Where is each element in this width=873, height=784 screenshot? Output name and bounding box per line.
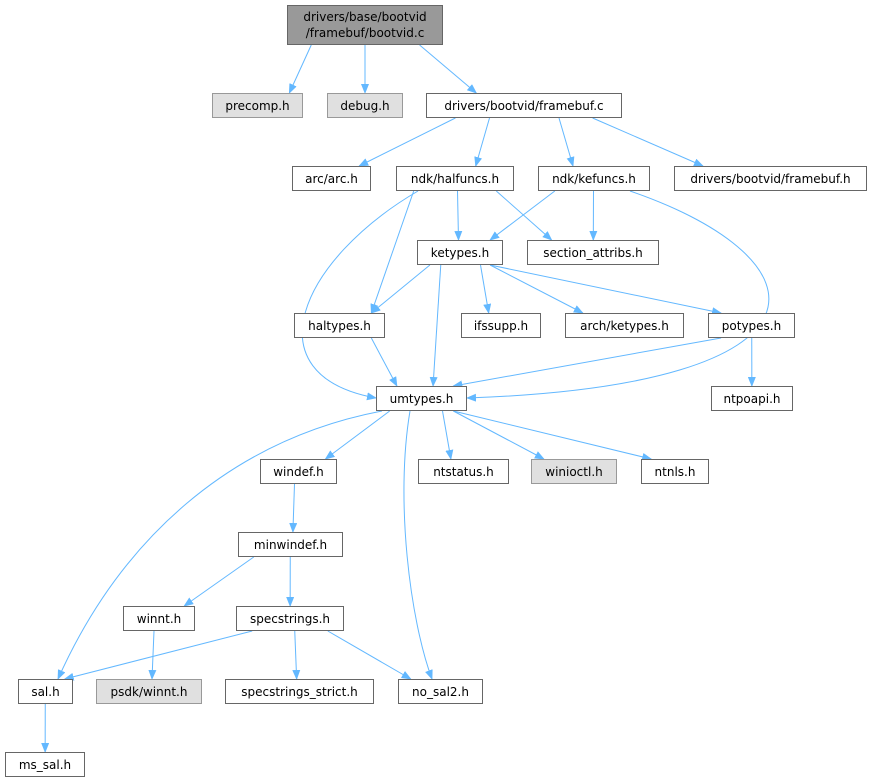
- edge-ketypes-to-potypes: [489, 264, 723, 316]
- node-archke[interactable]: arch/ketypes.h: [565, 313, 684, 338]
- node-section[interactable]: section_attribs.h: [527, 240, 659, 265]
- node-root: drivers/base/bootvid /framebuf/bootvid.c: [287, 5, 443, 45]
- edge-kefuncs-to-umtypes: [466, 190, 770, 402]
- node-winioctl[interactable]: winioctl.h: [531, 459, 617, 484]
- node-haltypes[interactable]: haltypes.h: [294, 313, 385, 338]
- node-framebuf-c[interactable]: drivers/bootvid/framebuf.c: [426, 93, 622, 118]
- node-winnt[interactable]: winnt.h: [123, 606, 195, 631]
- edge-umtypes-to-nosal2: [403, 410, 433, 680]
- node-specstrings[interactable]: specstrings.h: [236, 606, 344, 631]
- edge-root-to-precomp: [288, 44, 312, 94]
- edge-ketypes-to-haltypes: [370, 264, 431, 314]
- edge-windef-to-minwindef: [289, 483, 298, 533]
- edge-kefuncs-to-ketypes: [489, 190, 556, 241]
- node-mssal[interactable]: ms_sal.h: [5, 752, 85, 777]
- edge-umtypes-to-sal: [57, 410, 383, 680]
- node-halfuncs[interactable]: ndk/halfuncs.h: [396, 166, 514, 191]
- node-ntnls[interactable]: ntnls.h: [641, 459, 709, 484]
- node-strict[interactable]: specstrings_strict.h: [225, 679, 374, 704]
- edge-winnt-to-psdk: [148, 630, 157, 680]
- edge-umtypes-to-windef: [324, 410, 390, 460]
- edge-umtypes-to-winioctl: [453, 410, 545, 460]
- node-kefuncs[interactable]: ndk/kefuncs.h: [538, 166, 650, 191]
- node-ifssupp[interactable]: ifssupp.h: [461, 313, 541, 338]
- edge-potypes-to-umtypes: [452, 337, 722, 389]
- edge-framebuf_c-to-kefuncs: [558, 117, 575, 167]
- edge-halfuncs-to-haltypes: [370, 190, 415, 314]
- edge-framebuf_c-to-arc: [358, 117, 456, 167]
- node-ntstatus[interactable]: ntstatus.h: [418, 459, 509, 484]
- node-psdk[interactable]: psdk/winnt.h: [96, 679, 202, 704]
- node-debug[interactable]: debug.h: [327, 93, 403, 118]
- edge-ketypes-to-umtypes: [429, 264, 442, 387]
- edge-minwindef-to-winnt: [183, 556, 255, 607]
- edge-framebuf_c-to-framebuf_h: [592, 117, 704, 167]
- edge-halfuncs-to-section: [495, 190, 553, 241]
- node-umtypes[interactable]: umtypes.h: [376, 386, 467, 411]
- node-precomp[interactable]: precomp.h: [212, 93, 303, 118]
- node-nosal2[interactable]: no_sal2.h: [398, 679, 483, 704]
- edge-root-to-framebuf_c: [419, 44, 478, 94]
- node-framebuf-h[interactable]: drivers/bootvid/framebuf.h: [674, 166, 867, 191]
- edge-halfuncs-to-umtypes: [301, 190, 419, 401]
- edge-specstrings-to-nosal2: [327, 630, 412, 680]
- edge-ketypes-to-ifssupp: [480, 264, 492, 314]
- edge-specstrings-to-strict: [292, 630, 301, 680]
- edge-umtypes-to-ntstatus: [442, 410, 454, 460]
- edge-umtypes-to-ntnls: [453, 410, 653, 461]
- node-sal[interactable]: sal.h: [18, 679, 73, 704]
- node-windef[interactable]: windef.h: [260, 459, 337, 484]
- node-ketypes[interactable]: ketypes.h: [417, 240, 503, 265]
- edge-haltypes-to-umtypes: [370, 337, 398, 387]
- edge-halfuncs-to-ketypes: [454, 190, 463, 241]
- node-arc[interactable]: arc/arc.h: [292, 166, 371, 191]
- node-minwindef[interactable]: minwindef.h: [238, 532, 343, 557]
- edge-specstrings-to-sal: [63, 630, 253, 681]
- edge-ketypes-to-archke: [489, 264, 584, 314]
- node-potypes[interactable]: potypes.h: [708, 313, 795, 338]
- node-ntpoapi[interactable]: ntpoapi.h: [711, 386, 793, 411]
- edge-framebuf_c-to-halfuncs: [474, 117, 490, 167]
